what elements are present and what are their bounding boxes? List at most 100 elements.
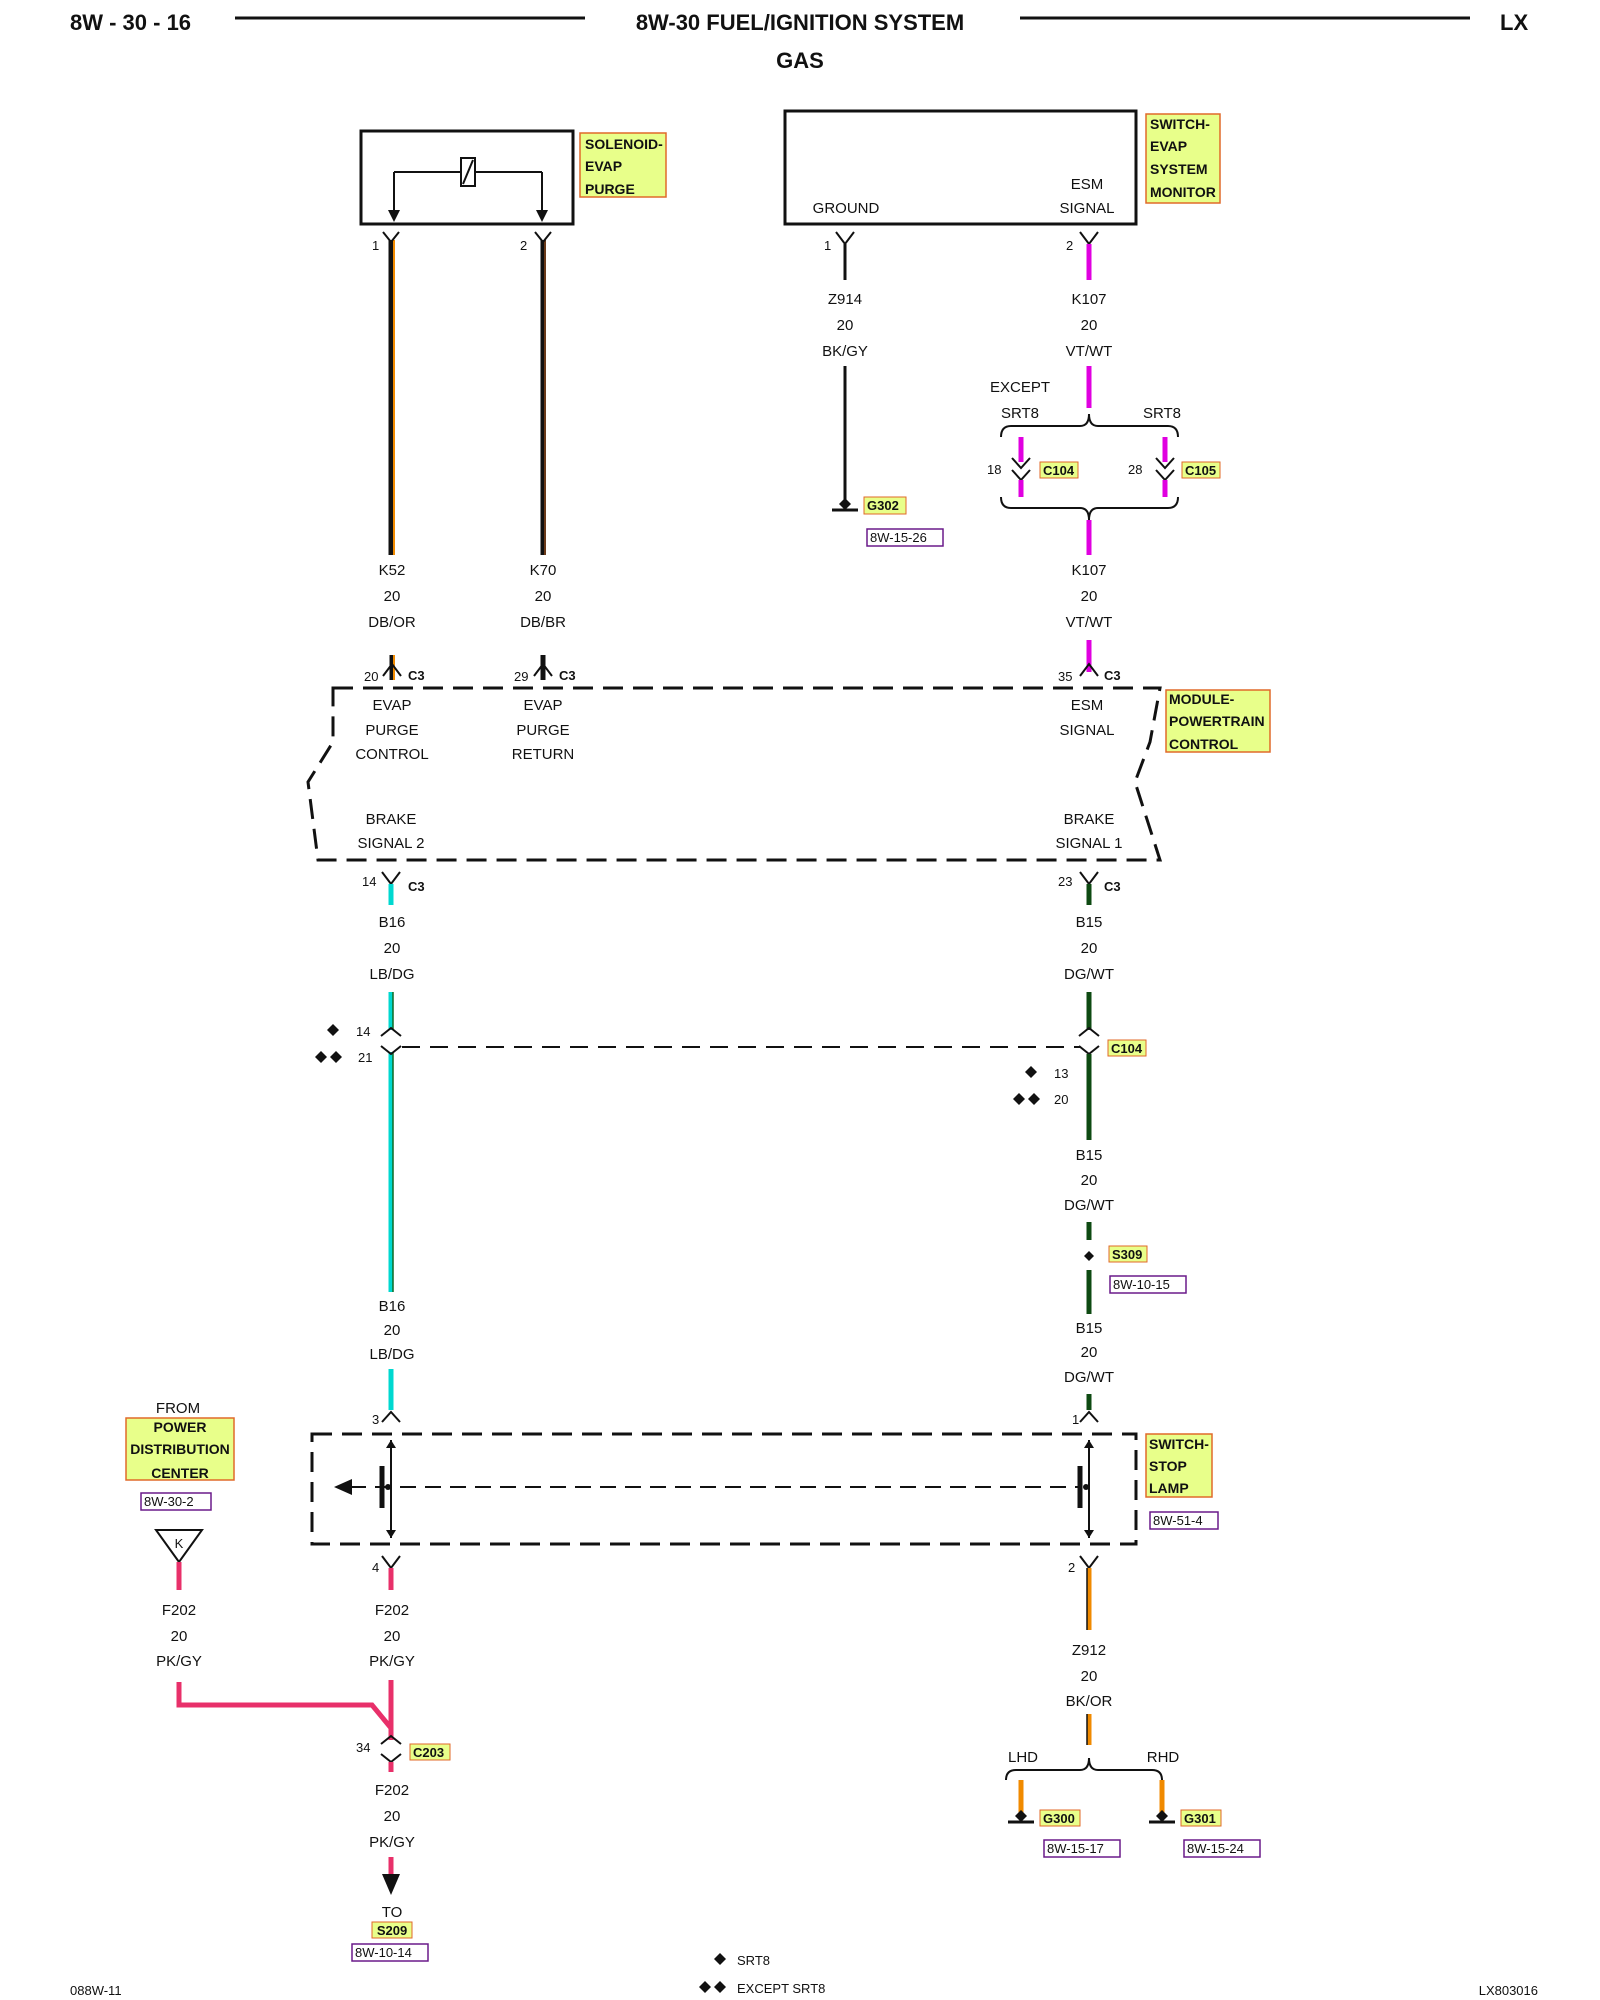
pcm-pin-esm-l2: SIGNAL <box>1059 722 1114 739</box>
power-distribution-center-label[interactable]: POWER DISTRIBUTION CENTER <box>125 1417 235 1481</box>
pin-label-c104-b15-a: 13 <box>1054 1066 1068 1081</box>
wire-f202-left-gauge: 20 <box>171 1628 188 1645</box>
switch-evap-label-l1: SWITCH- <box>1150 116 1210 132</box>
pcm-pin-brake2-l2: SIGNAL 2 <box>358 835 425 852</box>
wire-k107-top-code: K107 <box>1071 291 1106 308</box>
wire-b15-top-gauge: 20 <box>1081 940 1098 957</box>
connector-c3-label-2: C3 <box>559 668 576 683</box>
wire-z914-gauge: 20 <box>837 317 854 334</box>
ssl-label-l3: LAMP <box>1149 1480 1189 1496</box>
pcm-label-l1: MODULE- <box>1169 691 1235 707</box>
wire-f202-left[interactable] <box>176 1562 393 1730</box>
pin-pcm-29 <box>533 662 553 677</box>
pin-label-ssl-3: 3 <box>372 1412 379 1427</box>
branch-bracket-ground <box>1005 1757 1163 1781</box>
pin-label-pcm-14: 14 <box>362 874 376 889</box>
wire-b15-top-code: B15 <box>1076 914 1103 931</box>
esm-pin-label-l1: ESM <box>1071 176 1104 193</box>
wire-f202-bot-code: F202 <box>375 1782 409 1799</box>
pin-label-c104-esm: 18 <box>987 462 1001 477</box>
module-powertrain-control[interactable] <box>306 686 1163 862</box>
srt8-marker-b16 <box>327 1024 339 1036</box>
connector-c3-label-1: C3 <box>408 668 425 683</box>
branch-except-l2: SRT8 <box>1001 405 1039 422</box>
ref-8w-30-2[interactable]: 8W-30-2 <box>140 1492 212 1511</box>
switch-evap-label-l3: SYSTEM <box>1150 161 1208 177</box>
switch-stop-lamp[interactable] <box>310 1432 1138 1546</box>
wire-f202-mid-gauge: 20 <box>384 1628 401 1645</box>
legend-except-icon-a <box>699 1981 711 1993</box>
pdc-label-l1: POWER <box>154 1419 207 1435</box>
pin-ssl-4 <box>381 1555 401 1570</box>
page-title: 8W-30 FUEL/IGNITION SYSTEM <box>636 10 964 35</box>
splice-s209-label: S209 <box>377 1923 407 1938</box>
wire-k70-code: K70 <box>530 562 557 579</box>
ref-8w-51-4[interactable]: 8W-51-4 <box>1149 1511 1219 1530</box>
connector-c104-label-1: C104 <box>1043 463 1075 478</box>
footer-code-left: 088W-11 <box>70 1983 122 1998</box>
ground-g302[interactable]: G302 <box>832 496 907 515</box>
splice-s309[interactable]: S309 <box>1084 1245 1148 1263</box>
fuse-k-symbol[interactable]: K <box>154 1529 204 1564</box>
wire-b16-bot-code: B16 <box>379 1298 406 1315</box>
from-label: FROM <box>156 1400 200 1417</box>
ref-8w-10-14[interactable]: 8W-10-14 <box>351 1943 429 1962</box>
wire-k52[interactable] <box>388 240 395 680</box>
pcm-pin-esm-l1: ESM <box>1071 697 1104 714</box>
wire-f202-left-color: PK/GY <box>156 1653 202 1670</box>
pin-label-c104-b16-b: 21 <box>358 1050 372 1065</box>
wire-f202-left-code: F202 <box>162 1602 196 1619</box>
ground-g300[interactable]: G300 <box>1008 1809 1081 1827</box>
footer-code-right: LX803016 <box>1479 1983 1538 1998</box>
pcm-pin-brake1-l1: BRAKE <box>1064 811 1115 828</box>
wire-k70[interactable] <box>540 240 546 680</box>
ref-8w-10-15[interactable]: 8W-10-15 <box>1109 1275 1187 1294</box>
wire-k107-top-color: VT/WT <box>1066 343 1113 360</box>
pin-label-sol-2: 2 <box>520 238 527 253</box>
ref-8w-15-26-text: 8W-15-26 <box>870 530 927 545</box>
pcm-pin-purge-return-l3: RETURN <box>512 746 575 763</box>
pin-solenoid-2 <box>534 231 552 244</box>
ref-8w-15-24[interactable]: 8W-15-24 <box>1183 1839 1261 1858</box>
ground-g301-label: G301 <box>1184 1811 1216 1826</box>
page-id: 8W - 30 - 16 <box>70 10 191 35</box>
branch-bracket-bottom <box>1000 496 1179 521</box>
legend-srt8: SRT8 <box>737 1953 770 1968</box>
switch-evap-system-monitor[interactable]: GROUND ESM SIGNAL <box>783 109 1138 226</box>
wire-b16-top-gauge: 20 <box>384 940 401 957</box>
wire-f202-bot-gauge: 20 <box>384 1808 401 1825</box>
pcm-label: MODULE- POWERTRAIN CONTROL <box>1165 689 1271 753</box>
wire-k52-color: DB/OR <box>368 614 416 631</box>
solenoid-evap-purge[interactable] <box>359 129 575 226</box>
connector-c104-b16 <box>380 1026 402 1056</box>
pin-label-ssl-4: 4 <box>372 1560 379 1575</box>
pin-pcm-35 <box>1079 662 1099 677</box>
wire-b15-mid-code: B15 <box>1076 1147 1103 1164</box>
pin-label-pcm-29: 29 <box>514 669 528 684</box>
pin-label-esm-gnd: 1 <box>824 238 831 253</box>
pcm-pin-purge-control-l1: EVAP <box>373 697 412 714</box>
pin-label-pcm-20: 20 <box>364 669 378 684</box>
pcm-pin-purge-return-l2: PURGE <box>516 722 569 739</box>
wire-b15-mid-gauge: 20 <box>1081 1172 1098 1189</box>
page-code: LX <box>1500 10 1528 35</box>
branch-srt8: SRT8 <box>1143 405 1181 422</box>
pin-ssl-1 <box>1079 1410 1099 1423</box>
ground-pin-label: GROUND <box>813 200 880 217</box>
wire-b15-top-color: DG/WT <box>1064 966 1114 983</box>
wire-b16-bot-gauge: 20 <box>384 1322 401 1339</box>
ref-8w-15-26[interactable]: 8W-15-26 <box>866 528 944 547</box>
pin-label-ssl-1: 1 <box>1072 1412 1079 1427</box>
ref-8w-15-17[interactable]: 8W-15-17 <box>1043 1839 1121 1858</box>
connector-c203-label: C203 <box>413 1745 444 1760</box>
ground-g301[interactable]: G301 <box>1149 1809 1222 1827</box>
pcm-label-l3: CONTROL <box>1169 736 1239 752</box>
switch-evap-label-l2: EVAP <box>1150 138 1187 154</box>
pcm-pin-purge-return-l1: EVAP <box>524 697 563 714</box>
wire-b16-long[interactable] <box>388 992 394 1292</box>
pdc-label-l2: DISTRIBUTION <box>130 1441 230 1457</box>
splice-s209[interactable]: S209 <box>371 1921 413 1939</box>
wire-z912[interactable] <box>1086 1568 1092 1745</box>
except-marker-b15-b <box>1028 1093 1040 1105</box>
